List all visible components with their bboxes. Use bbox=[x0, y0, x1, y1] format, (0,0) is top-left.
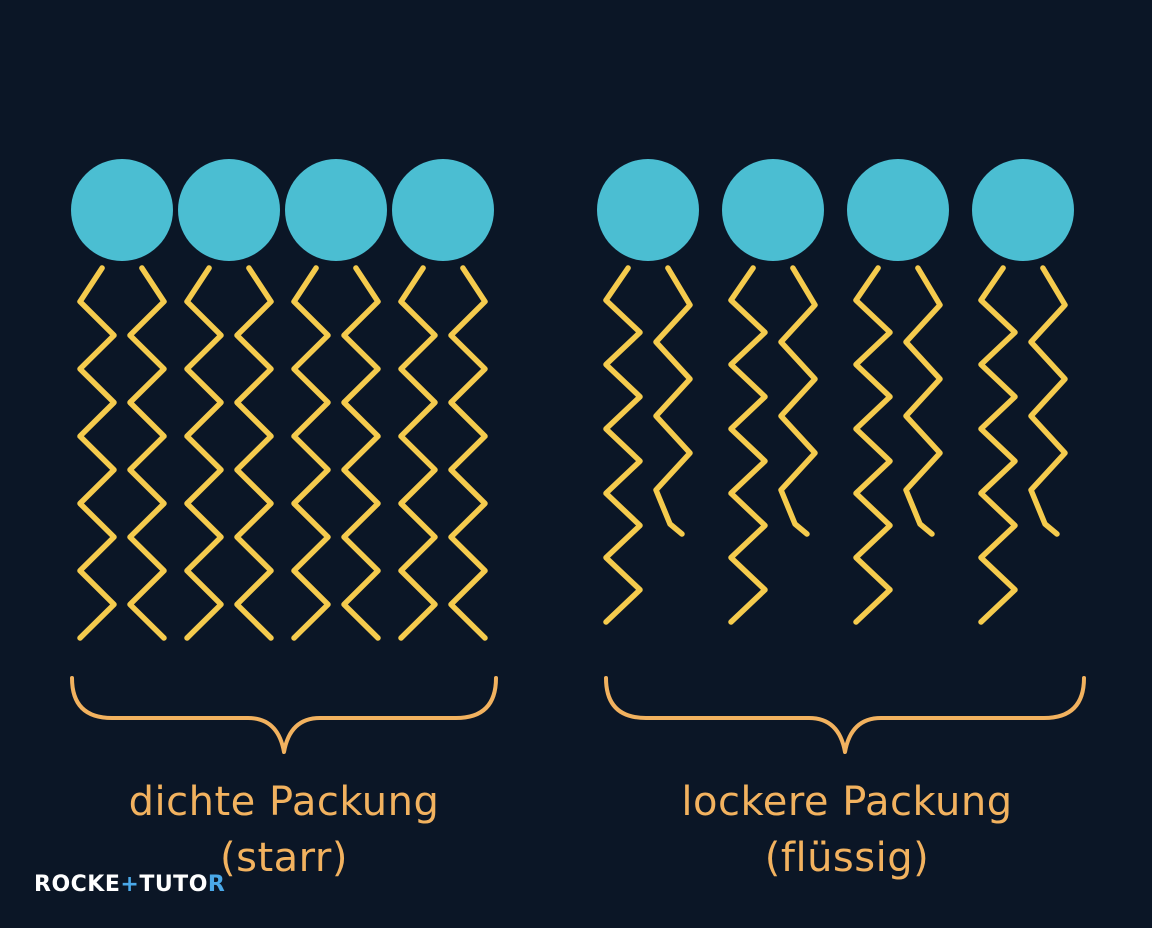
dense-brace bbox=[70, 676, 498, 754]
dense-lipid-tail-3-2 bbox=[341, 265, 381, 641]
dense-lipid-head-1 bbox=[71, 159, 173, 261]
loose-lipid-tail-4-1 bbox=[978, 265, 1018, 625]
dense-lipid-tail-4-2 bbox=[448, 265, 488, 641]
brand-logo: ROCKE+TUTOR bbox=[34, 872, 225, 897]
loose-lipid-tail-2-2 bbox=[778, 265, 818, 537]
loose-lipid-head-1 bbox=[597, 159, 699, 261]
loose-lipid-tail-2-1 bbox=[728, 265, 768, 625]
dense-label-line2: (starr) bbox=[220, 835, 348, 881]
logo-part2: TUTO bbox=[139, 872, 208, 897]
logo-plus: + bbox=[120, 872, 140, 897]
loose-lipid-tail-1-1 bbox=[603, 265, 643, 625]
dense-label-line1: dichte Packung bbox=[128, 779, 440, 825]
loose-lipid-tail-1-2 bbox=[653, 265, 693, 537]
loose-label-line2: (flüssig) bbox=[764, 835, 930, 881]
dense-lipid-tail-1-1 bbox=[77, 265, 117, 641]
logo-part1: ROCKE bbox=[34, 872, 121, 897]
dense-lipid-tail-4-1 bbox=[398, 265, 438, 641]
dense-packing-group bbox=[70, 159, 498, 754]
loose-label-line1: lockere Packung bbox=[681, 779, 1013, 825]
dense-lipid-head-4 bbox=[392, 159, 494, 261]
dense-lipid-tail-3-1 bbox=[291, 265, 331, 641]
loose-brace bbox=[604, 676, 1086, 754]
loose-lipid-head-2 bbox=[722, 159, 824, 261]
logo-part3: R bbox=[207, 872, 226, 897]
dense-lipid-tail-2-1 bbox=[184, 265, 224, 641]
dense-lipid-tail-2-2 bbox=[234, 265, 274, 641]
loose-lipid-head-3 bbox=[847, 159, 949, 261]
loose-packing-group bbox=[597, 159, 1086, 754]
loose-lipid-tail-3-1 bbox=[853, 265, 893, 625]
dense-lipid-head-2 bbox=[178, 159, 280, 261]
dense-lipid-tail-1-2 bbox=[127, 265, 167, 641]
loose-lipid-head-4 bbox=[972, 159, 1074, 261]
loose-lipid-tail-4-2 bbox=[1028, 265, 1068, 537]
dense-lipid-head-3 bbox=[285, 159, 387, 261]
loose-lipid-tail-3-2 bbox=[903, 265, 943, 537]
